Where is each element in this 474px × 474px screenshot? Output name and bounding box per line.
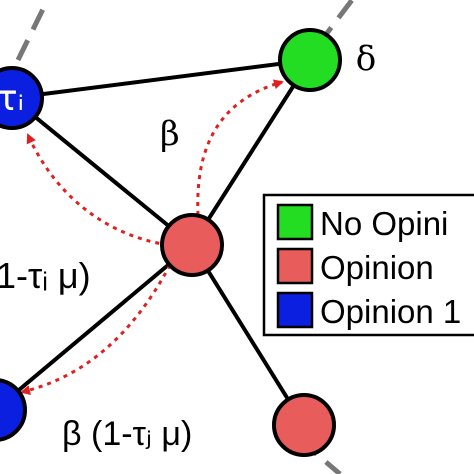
legend-label-opinion: Opinion xyxy=(320,249,434,286)
legend-label-no-opinion: No Opini xyxy=(320,205,448,242)
dashed-edge-top-left xyxy=(15,3,48,62)
edge-blue-top-to-green xyxy=(11,58,311,100)
edge-red-center-to-blue-bottom xyxy=(0,243,194,409)
edge-green-to-red-center xyxy=(190,58,312,247)
node-blue-top xyxy=(0,66,44,130)
node-green xyxy=(278,28,342,92)
edge-blue-top-to-red-center xyxy=(10,96,194,247)
arrow-to-blue-top xyxy=(26,133,169,247)
node-green-label: δ xyxy=(356,39,376,79)
legend-swatch-opinion-1 xyxy=(276,291,314,329)
node-blue-top-label: τᵢ xyxy=(0,78,24,119)
node-red-bottom xyxy=(272,393,336,457)
blue-rate-label: (1-τᵢ μ) xyxy=(0,255,91,296)
bottom-rate-label: β (1-τⱼ μ) xyxy=(62,415,192,453)
node-red-center xyxy=(160,213,224,277)
beta-label: β xyxy=(160,114,180,154)
edge-red-center-to-red-bottom xyxy=(190,243,306,427)
legend-label-opinion-1: Opinion 1 xyxy=(320,293,461,330)
legend: No Opini Opinion Opinion 1 xyxy=(262,193,474,337)
legend-swatch-no-opinion xyxy=(276,203,314,241)
node-blue-bottom xyxy=(0,378,27,442)
legend-swatch-opinion xyxy=(276,247,314,285)
arrow-to-blue-bottom xyxy=(20,264,172,395)
